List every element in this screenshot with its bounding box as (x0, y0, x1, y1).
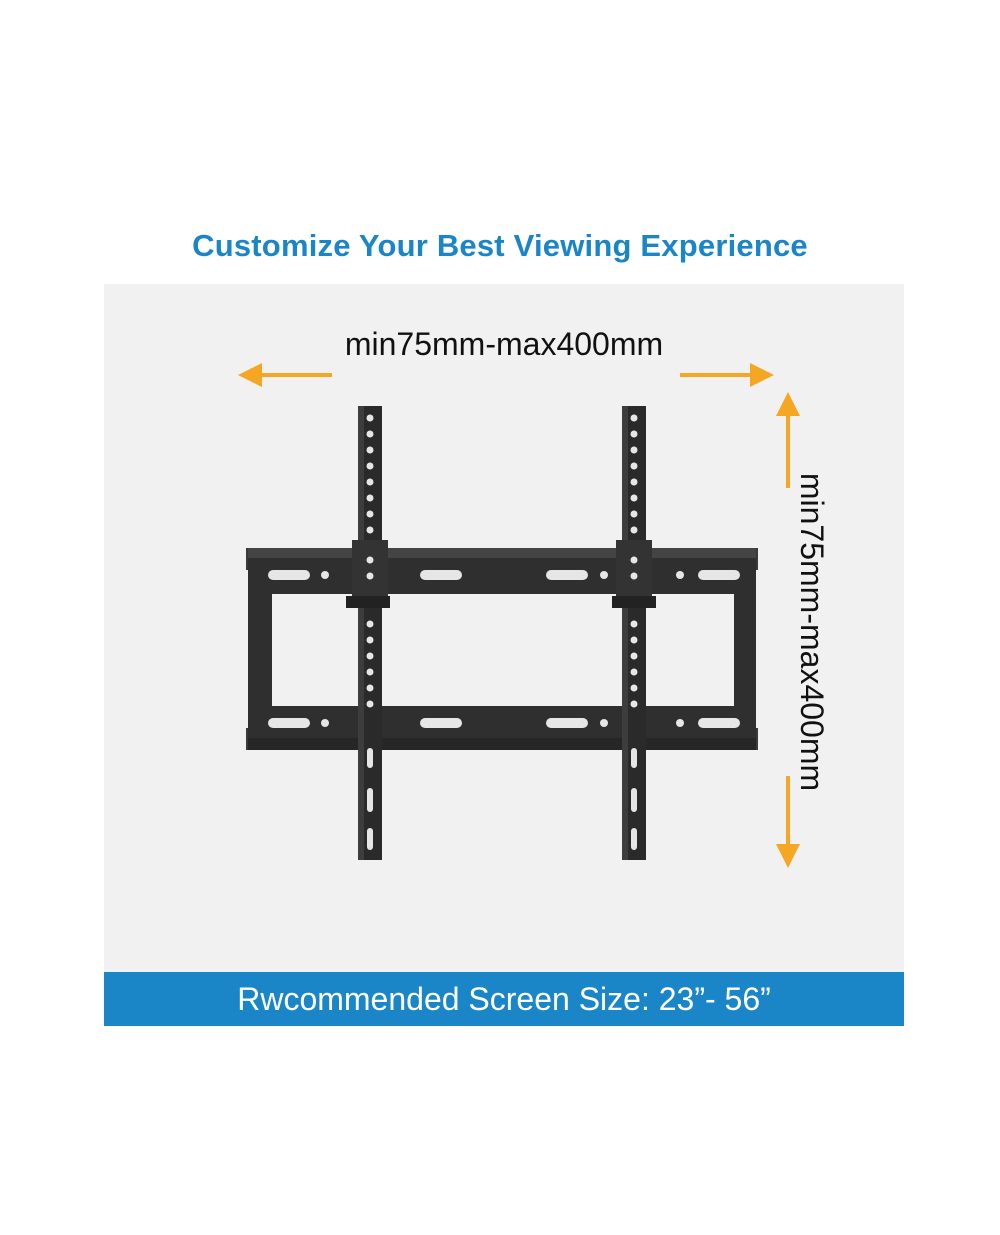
vertical-arrow-down-icon (776, 776, 800, 868)
right-vertical-bracket (612, 406, 656, 860)
horizontal-arrow-right-icon (680, 363, 774, 387)
left-vertical-bracket (346, 406, 390, 860)
screen-size-text: Rwcommended Screen Size: 23”- 56” (237, 981, 771, 1017)
wall-plate (246, 548, 758, 750)
horizontal-dimension-label: min75mm-max400mm (344, 326, 664, 362)
horizontal-arrow-left-icon (238, 363, 332, 387)
product-panel (104, 284, 904, 972)
vertical-arrow-up-icon (776, 392, 800, 488)
page-headline: Customize Your Best Viewing Experience (192, 228, 808, 263)
screen-size-banner: Rwcommended Screen Size: 23”- 56” (104, 972, 904, 1026)
